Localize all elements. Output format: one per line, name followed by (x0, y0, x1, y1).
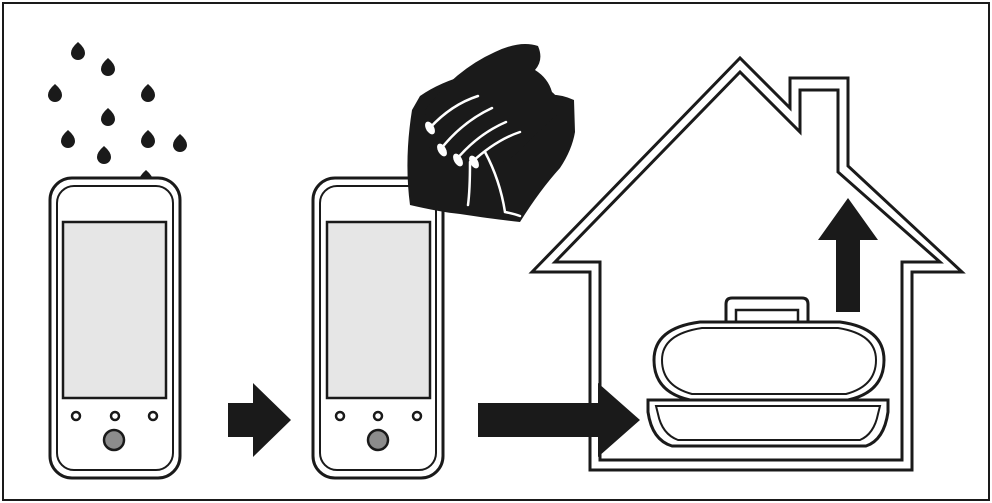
phone-sensor-dot (72, 412, 80, 420)
phone-dry (313, 178, 443, 478)
phone-sensor-dot (374, 412, 382, 420)
phone-screen (327, 222, 430, 398)
phone-wet (50, 178, 180, 478)
phone-home-button (368, 430, 388, 450)
phone-sensor-dot (413, 412, 421, 420)
phone-sensor-dot (336, 412, 344, 420)
phone-sensor-dot (149, 412, 157, 420)
case-lid (654, 322, 884, 400)
phone-screen (63, 222, 166, 398)
phone-sensor-dot (111, 412, 119, 420)
phone-home-button (104, 430, 124, 450)
